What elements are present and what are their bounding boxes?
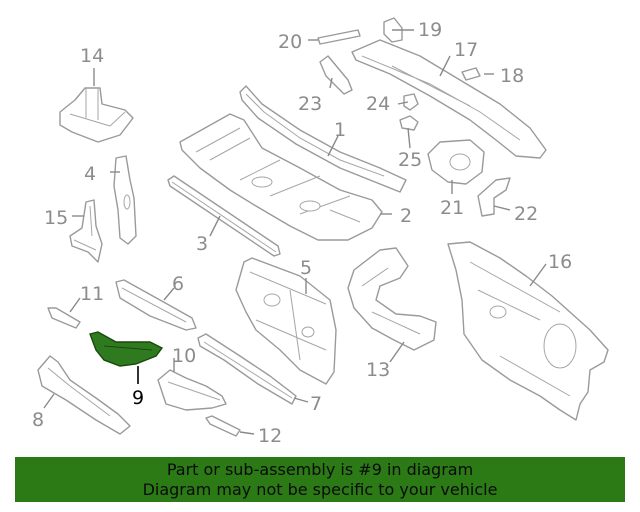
part-label-18: 18 <box>500 65 524 87</box>
info-banner: Part or sub-assembly is #9 in diagram Di… <box>15 457 625 502</box>
part-label-17: 17 <box>454 39 478 61</box>
part-1-drawing <box>239 85 407 193</box>
part-label-24: 24 <box>366 93 390 115</box>
banner-line-disclaimer: Diagram may not be specific to your vehi… <box>142 480 498 499</box>
part-8-drawing <box>37 355 131 435</box>
part-4-drawing <box>113 155 137 245</box>
part-11-drawing <box>47 307 81 329</box>
part-16-drawing <box>447 241 609 421</box>
part-14-drawing <box>59 87 134 143</box>
part-label-9: 9 <box>132 387 144 409</box>
part-label-10: 10 <box>172 345 196 367</box>
part-21-drawing <box>427 139 485 185</box>
part-label-21: 21 <box>440 197 464 219</box>
part-label-20: 20 <box>278 31 302 53</box>
part-labels: 14 20 19 17 18 23 24 1 25 4 21 2 22 15 3… <box>32 19 572 447</box>
part-label-14: 14 <box>80 45 104 67</box>
part-label-1: 1 <box>334 119 346 141</box>
part-label-22: 22 <box>514 203 538 225</box>
part-label-8: 8 <box>32 409 44 431</box>
part-label-3: 3 <box>196 233 208 255</box>
part-label-4: 4 <box>84 163 96 185</box>
part-10-drawing <box>157 369 227 411</box>
part-22-drawing <box>477 177 511 217</box>
part-15-drawing <box>69 199 103 263</box>
part-label-12: 12 <box>258 425 282 447</box>
part-5-drawing <box>235 257 337 385</box>
part-18-drawing <box>461 67 481 81</box>
part-label-5: 5 <box>300 257 312 279</box>
part-label-23: 23 <box>298 93 322 115</box>
part-24-drawing <box>403 93 419 111</box>
part-label-13: 13 <box>366 359 390 381</box>
part-label-19: 19 <box>418 19 442 41</box>
part-label-6: 6 <box>172 273 184 295</box>
part-23-drawing <box>319 55 353 95</box>
part-label-7: 7 <box>310 393 322 415</box>
leader-lines <box>43 29 547 435</box>
part-7-drawing <box>197 333 297 405</box>
part-17-drawing <box>351 39 547 159</box>
part-25-drawing <box>399 115 419 131</box>
part-12-drawing <box>205 415 241 437</box>
part-9-drawing <box>89 331 164 367</box>
part-label-25: 25 <box>398 149 422 171</box>
part-label-15: 15 <box>44 207 68 229</box>
part-13-drawing <box>347 247 437 351</box>
part-6-drawing <box>115 279 197 331</box>
part-label-16: 16 <box>548 251 572 273</box>
part-20-drawing <box>317 29 361 45</box>
banner-line-part: Part or sub-assembly is #9 in diagram <box>166 460 474 479</box>
part-label-11: 11 <box>80 283 104 305</box>
part-3-drawing <box>167 175 281 257</box>
part-2-drawing <box>179 113 383 241</box>
part-label-2: 2 <box>400 205 412 227</box>
